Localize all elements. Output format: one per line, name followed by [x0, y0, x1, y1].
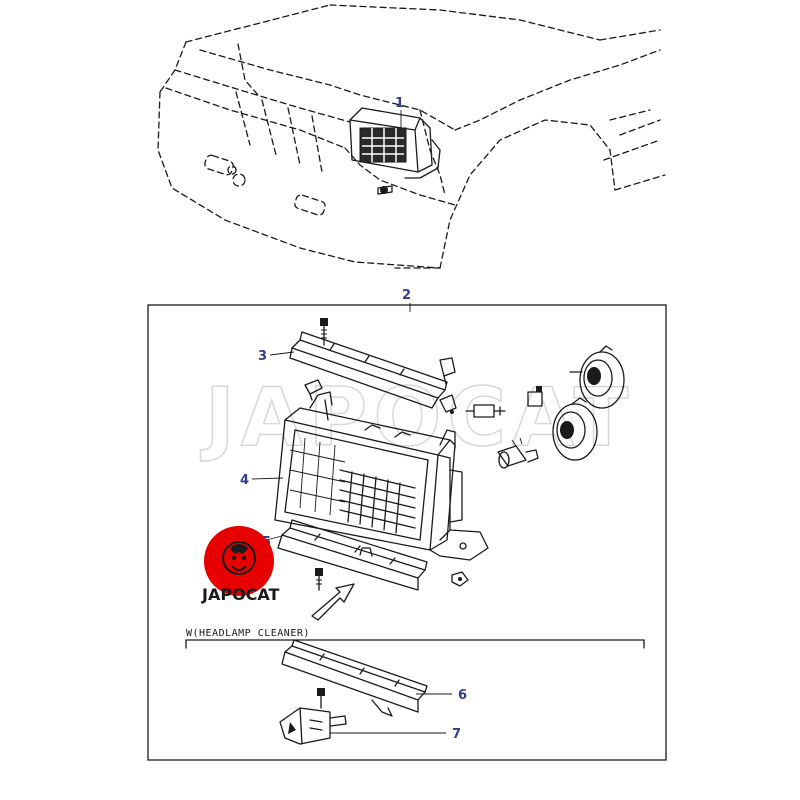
- part-headlamp-unit: [274, 391, 489, 561]
- clip-upper-left: [304, 379, 323, 401]
- part-retainer-cleaner: [281, 639, 428, 717]
- callout-7: 7: [452, 727, 461, 742]
- callout-1: 1: [395, 96, 404, 111]
- bolt-lower: [315, 568, 323, 591]
- variant-note: W(HEADLAMP CLEANER): [186, 628, 310, 639]
- kit-box: [147, 304, 667, 761]
- part-cleaner-nozzle: [279, 707, 347, 745]
- part-bulb-socket-lower: [552, 397, 598, 461]
- clip-bracket-small: [439, 394, 457, 414]
- part-connector: [527, 386, 543, 407]
- callout-4: 4: [240, 473, 249, 488]
- bolt-cleaner: [317, 688, 325, 709]
- logo-wordmark: JAPOCAT: [201, 585, 280, 604]
- callout-3: 3: [258, 349, 267, 364]
- reference-arrow: [311, 583, 355, 621]
- nut-lower: [451, 571, 469, 587]
- part-lower-retainer: [277, 519, 428, 591]
- part-bulb-socket-upper: [569, 345, 625, 409]
- callout-2: 2: [402, 288, 411, 303]
- part-bulb-main: [497, 437, 539, 469]
- bolt-upper: [320, 318, 328, 346]
- callout-6: 6: [458, 688, 467, 703]
- part-bulb-small: [465, 404, 506, 418]
- part-upper-retainer: [289, 331, 448, 409]
- japocat-logo: JAPOCAT: [201, 526, 280, 604]
- clip-upper-right: [439, 357, 456, 385]
- installed-headlamp: [349, 107, 441, 195]
- vehicle-front-outline: [157, 4, 666, 269]
